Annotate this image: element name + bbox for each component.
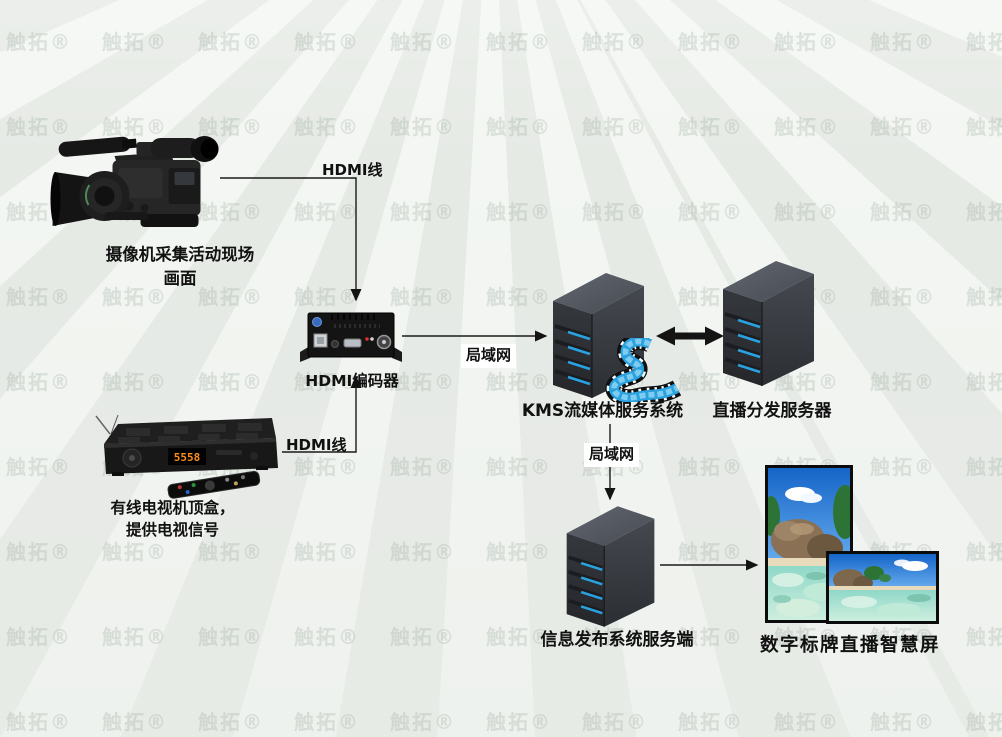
- encoder-logo-icon: [312, 317, 322, 327]
- camera-image: [50, 136, 219, 227]
- edge-stb-to-encoder: [282, 375, 362, 453]
- hdmi-port: [343, 338, 362, 348]
- stb-led-display: 5558: [174, 451, 201, 464]
- edge-label-hdmi-2: HDMI线: [286, 436, 347, 454]
- camera-label-line2: 画面: [163, 268, 197, 288]
- film-strip-icon: [605, 338, 682, 402]
- kms-server-label: KMS流媒体服务系统: [521, 401, 684, 421]
- signage-screen-landscape: [826, 551, 939, 624]
- settopbox-image: 5558: [95, 414, 278, 499]
- displays-label: 数字标牌直播智慧屏: [759, 635, 940, 656]
- edge-label-lan-2: 局域网: [584, 443, 640, 467]
- settopbox-label-line2: 提供电视信号: [125, 521, 219, 540]
- info-server-image: [566, 506, 655, 627]
- info-server-label: 信息发布系统服务端: [540, 630, 694, 650]
- camera-label-line1: 摄像机采集活动现场: [105, 245, 255, 264]
- edge-label-hdmi-1: HDMI线: [322, 161, 383, 179]
- kms-server-image: [553, 273, 644, 398]
- camera-label: 摄像机采集活动现场 画面: [70, 243, 290, 291]
- edge-camera-to-encoder: [220, 177, 362, 302]
- settopbox-label: 有线电视机顶盒， 提供电视信号: [85, 497, 260, 542]
- edge-label-lan-1: 局域网: [461, 344, 517, 368]
- encoder-image: [300, 312, 402, 362]
- audio-jack: [331, 340, 339, 348]
- edge-kms-dist-bidirectional: [656, 326, 724, 346]
- encoder-label: HDMI编码器: [305, 372, 399, 390]
- dist-server-image: [723, 261, 814, 386]
- settopbox-label-line1: 有线电视机顶盒，: [110, 499, 235, 517]
- dist-server-label: 直播分发服务器: [712, 401, 832, 421]
- remote-control: [167, 470, 261, 499]
- status-led: [365, 337, 369, 341]
